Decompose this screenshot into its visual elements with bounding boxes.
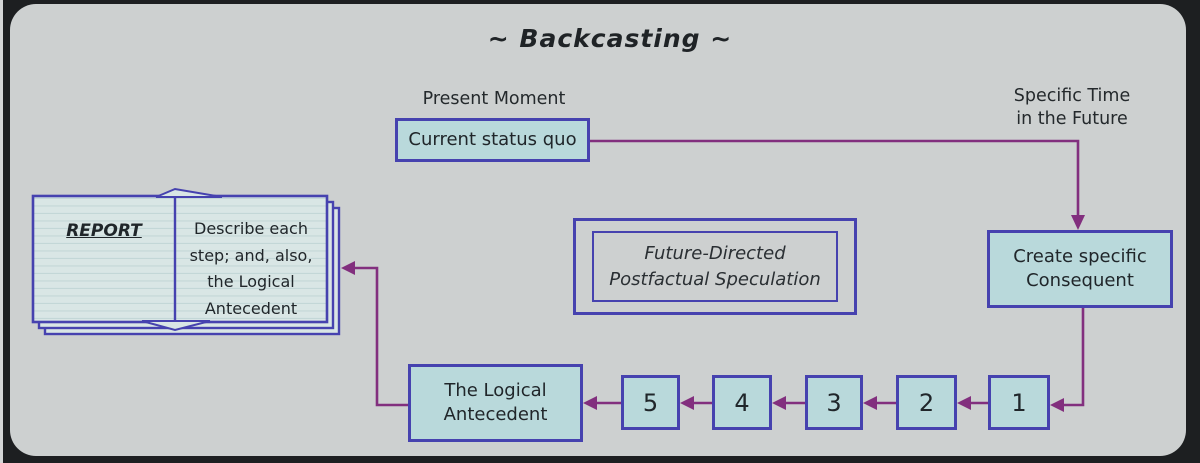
label-specific-time-future: Specific Time in the Future [1013,86,1131,129]
connector-step2-to-step3 [863,396,896,410]
connector-step4-to-step5 [680,396,712,410]
screen-edge-highlight [0,0,3,463]
step-box-3: 3 [805,375,863,430]
step-box-2: 2 [896,375,957,430]
diagram-canvas: ~ Backcasting ~ Present Moment Specific … [10,4,1186,456]
arrowhead-down-icon [1071,215,1085,230]
connector-antecedent-to-report [341,261,408,407]
connector-consequent-to-step1 [1050,308,1085,412]
book-right-page-text: Describe each step; and, also, the Logic… [189,219,313,318]
node-current-status-quo: Current status quo [395,118,590,162]
arrowhead-left-icon [863,396,877,410]
book-left-page-title: REPORT [66,221,142,241]
label-present-moment: Present Moment [422,89,566,109]
arrowhead-left-icon [680,396,694,410]
connector-status-to-consequent [590,139,1085,230]
connector-step1-to-step2 [957,396,988,410]
node-create-specific-consequent: Create specific Consequent [987,230,1173,308]
diagram-title: ~ Backcasting ~ [487,24,733,53]
connector-step3-to-step4 [772,396,805,410]
connector-step5-to-antecedent [583,396,621,410]
node-logical-antecedent: The Logical Antecedent [408,364,583,442]
step-box-5: 5 [621,375,680,430]
step-box-1: 1 [988,375,1050,430]
arrowhead-left-icon [341,261,355,275]
book-bottom-page-curl [141,320,211,332]
arrowhead-left-icon [1050,398,1064,412]
arrowhead-left-icon [772,396,786,410]
arrowhead-left-icon [957,396,971,410]
node-future-directed: Future-Directed Postfactual Speculation [592,231,838,302]
arrowhead-left-icon [583,396,597,410]
book-top-page-curl [155,187,223,198]
step-box-4: 4 [712,375,772,430]
node-future-directed-frame: Future-Directed Postfactual Speculation [573,218,857,315]
